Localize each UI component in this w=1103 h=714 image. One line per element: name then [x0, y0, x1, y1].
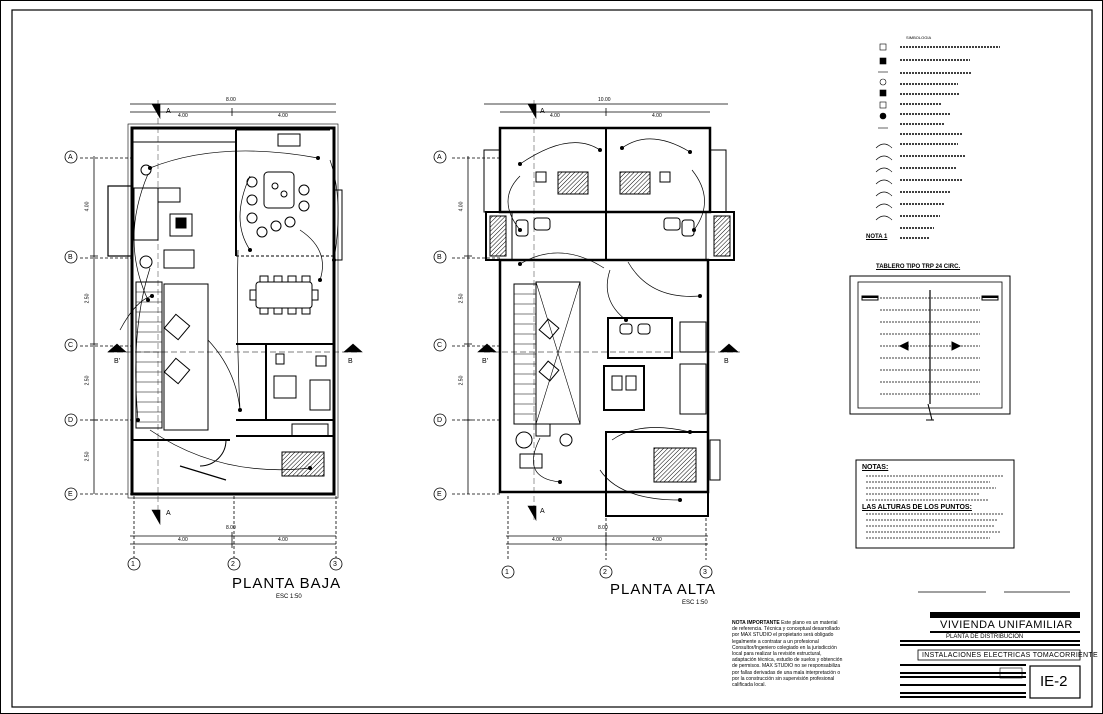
axis-col-3-upper: 3 — [703, 569, 707, 576]
disclaimer: NOTA IMPORTANTE Este plano es un materia… — [732, 620, 844, 688]
dim-ground-top-1: 4.00 — [178, 113, 188, 119]
section-b-upper: B — [724, 358, 729, 365]
legend-title: SIMBOLOGIA — [906, 35, 932, 40]
axis-row-c: C — [68, 342, 74, 349]
notes-box — [855, 459, 1015, 549]
axis-col-1-upper: 1 — [505, 569, 509, 576]
axis-row-e: E — [68, 491, 73, 498]
ground-dimensions — [80, 100, 360, 560]
axis-row-b: B — [68, 254, 73, 261]
dim-ground-bottom-2: 4.00 — [278, 537, 288, 543]
axis-row-d: D — [68, 417, 74, 424]
dim-ground-top-2: 4.00 — [278, 113, 288, 119]
project-subtitle: PLANTA DE DISTRIBUCIÓN — [946, 634, 1024, 640]
dim-ground-left-1: 4.00 — [84, 201, 91, 212]
dim-upper-bottom-total: 8.00 — [598, 525, 608, 531]
dim-upper-bottom-1: 4.00 — [552, 537, 562, 543]
legend-notes-label: NOTA 1 — [866, 234, 888, 240]
sheet-border-inner — [11, 9, 1093, 708]
upper-floor-plan — [483, 126, 735, 517]
axis-row-a-upper: A — [437, 154, 442, 161]
upper-plan-title: PLANTA ALTA — [610, 581, 717, 598]
axis-col-3: 3 — [333, 561, 337, 568]
notes-subtitle: LAS ALTURAS DE LOS PUNTOS: — [862, 504, 972, 511]
axis-col-2-upper: 2 — [603, 569, 607, 576]
axis-row-e-upper: E — [437, 491, 442, 498]
axis-row-a: A — [68, 154, 73, 161]
section-a-top-upper: A — [540, 108, 545, 115]
dim-upper-left-2: 2.50 — [458, 293, 465, 304]
section-a-bottom-upper: A — [540, 508, 545, 515]
dim-upper-left-3: 2.50 — [458, 375, 465, 386]
section-b-prime-left: B' — [114, 358, 121, 365]
axis-row-b-upper: B — [437, 254, 442, 261]
dim-ground-left-2: 2.50 — [84, 293, 91, 304]
title-block — [900, 612, 1081, 699]
legend — [875, 43, 1000, 239]
section-b-prime-upper: B' — [482, 358, 489, 365]
dim-ground-bottom-1: 4.00 — [178, 537, 188, 543]
disclaimer-text: Este plano es un material de referencia.… — [732, 620, 843, 689]
axis-col-2: 2 — [231, 561, 235, 568]
panel-title: TABLERO TIPO TRP 24 CIRC. — [876, 264, 961, 270]
legend-symbols — [875, 43, 893, 221]
disclaimer-label: NOTA IMPORTANTE — [732, 620, 780, 626]
dim-ground-bottom-total: 8.00 — [226, 525, 236, 531]
axis-bubbles — [64, 150, 713, 579]
upper-plan-scale: ESC 1:50 — [682, 600, 708, 606]
dim-upper-left-1: 4.00 — [458, 201, 465, 212]
ground-floor-plan — [107, 123, 343, 499]
dim-upper-top-1: 4.00 — [550, 113, 560, 119]
dim-ground-left-3: 2.50 — [84, 375, 91, 386]
notes-title: NOTAS: — [862, 464, 889, 471]
sheet-number: IE-2 — [1040, 673, 1068, 690]
section-b-right: B — [348, 358, 353, 365]
sheet-description: INSTALACIONES ELECTRICAS TOMACORRIENTE — [922, 652, 1098, 659]
dim-ground-left-4: 2.50 — [84, 451, 91, 462]
project-title: VIVIENDA UNIFAMILIAR — [940, 619, 1073, 631]
axis-col-1: 1 — [131, 561, 135, 568]
dim-upper-bottom-2: 4.00 — [652, 537, 662, 543]
panel-diagram — [849, 275, 1011, 421]
section-a-top: A — [166, 108, 171, 115]
axis-row-c-upper: C — [437, 342, 443, 349]
ground-plan-scale: ESC 1:50 — [276, 594, 302, 600]
section-markers — [107, 103, 739, 526]
legend-text-lines — [900, 46, 1000, 239]
ground-plan-title: PLANTA BAJA — [232, 575, 342, 592]
upper-dimensions — [452, 100, 740, 560]
section-a-bottom: A — [166, 510, 171, 517]
dim-ground-top-total: 8.00 — [226, 97, 236, 103]
dim-upper-top-total: 10.00 — [598, 97, 611, 103]
dim-upper-top-2: 4.00 — [652, 113, 662, 119]
axis-row-d-upper: D — [437, 417, 443, 424]
